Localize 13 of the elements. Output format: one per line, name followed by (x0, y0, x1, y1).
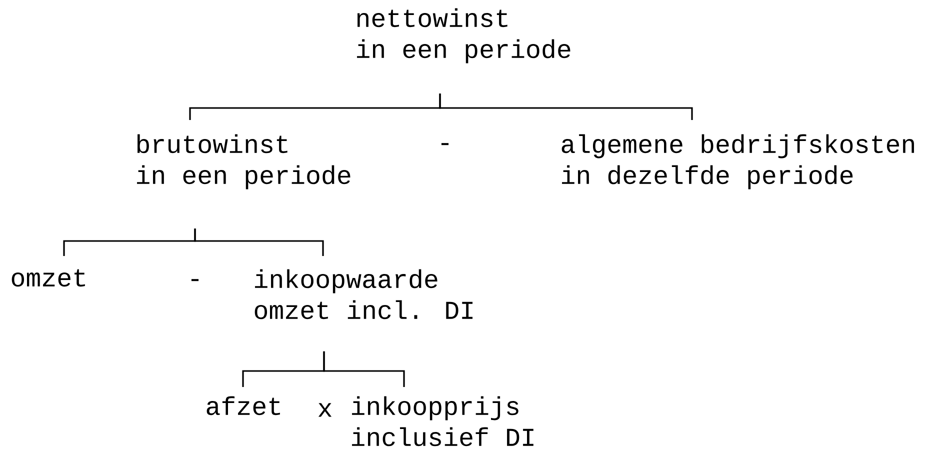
term-text: brutowinst in een periode (137, 134, 350, 190)
term-text: omzet (12, 269, 85, 287)
term-text: algemene bedrijfskosten in dezelfde periode (562, 134, 914, 190)
operator-sign: - (441, 143, 449, 146)
bracket-connector (323, 351, 405, 387)
operator-sign: x (318, 403, 332, 417)
term-text: nettowinst in een periode (357, 8, 570, 64)
term-text: inkoopprijs inclusief DI (352, 396, 534, 446)
term-text: inkoopwaarde omzet incl. DI (254, 269, 472, 320)
term-text: afzet (206, 396, 280, 416)
bracket-connector (194, 228, 324, 256)
operator-sign: - (191, 279, 199, 282)
bracket-connector (439, 93, 693, 120)
